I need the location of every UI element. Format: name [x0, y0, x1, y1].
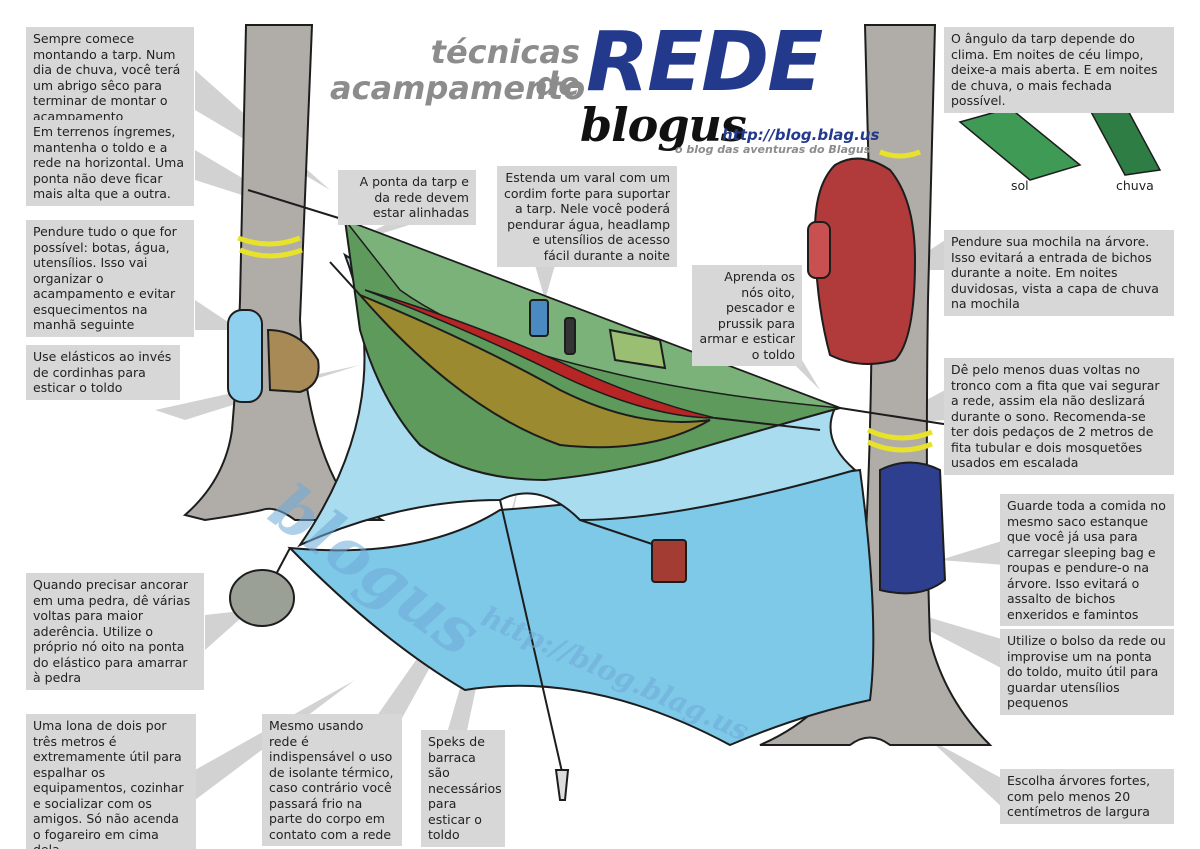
note-nos: Aprenda os nós oito, pescador e prussik …	[692, 265, 802, 366]
mug	[651, 539, 687, 583]
note-arvores: Escolha árvores fortes, com pelo menos 2…	[1000, 769, 1174, 824]
tree-straps	[237, 149, 933, 453]
note-varal: Estenda um varal com um cordim forte par…	[497, 166, 677, 267]
left-tree	[182, 24, 386, 522]
title-line1: técnicas de	[430, 33, 580, 103]
headlamp	[564, 317, 576, 355]
note-lona: Uma lona de dois por três metros é extre…	[26, 714, 196, 849]
note-pendure: Pendure tudo o que for possível: botas, …	[26, 220, 194, 337]
note-bolso: Utilize o bolso da rede ou improvise um …	[1000, 629, 1174, 715]
anchor-rock	[229, 569, 295, 627]
note-isolante: Mesmo usando rede é indispensável o uso …	[262, 714, 402, 846]
note-ingremes: Em terrenos íngremes, mantenha o toldo e…	[26, 120, 194, 206]
brand-tagline: o blog das aventuras do Blagus	[675, 143, 871, 156]
note-mochila: Pendure sua mochila na árvore. Isso evit…	[944, 230, 1174, 316]
title-line2: acampamento	[330, 69, 586, 107]
note-voltas: Dê pelo menos duas voltas no tronco com …	[944, 358, 1174, 475]
note-speks: Speks de barraca são necessários para es…	[421, 730, 505, 847]
brand-logo: blogus	[580, 98, 747, 152]
hanging-bag	[608, 328, 667, 370]
note-angulo: O ângulo da tarp depende do clima. Em no…	[944, 27, 1174, 113]
note-alinhadas: A ponta da tarp e da rede devem estar al…	[338, 170, 476, 225]
note-pedra: Quando precisar ancorar em uma pedra, dê…	[26, 573, 204, 690]
tarp-angle-sun-label: sol	[1011, 178, 1029, 193]
tent-stake	[554, 769, 570, 801]
dry-bag	[879, 461, 947, 595]
note-elasticos: Use elásticos ao invés de cordinhas para…	[26, 345, 180, 400]
tarp-angle-sun-shape	[958, 107, 1082, 181]
note-abrigo: Sempre comece montando a tarp. Num dia d…	[26, 27, 194, 128]
boots	[266, 328, 320, 394]
note-comida: Guarde toda a comida no mesmo saco estan…	[1000, 494, 1174, 626]
hammock	[359, 294, 711, 449]
brand-url: http://blog.blag.us	[722, 126, 880, 144]
tarp-angle-rain-shape	[1088, 104, 1162, 176]
water-bladder	[227, 309, 263, 403]
title-big: REDE	[586, 15, 823, 110]
water-bottle	[529, 299, 549, 337]
tarp-angle-rain-label: chuva	[1116, 178, 1154, 193]
